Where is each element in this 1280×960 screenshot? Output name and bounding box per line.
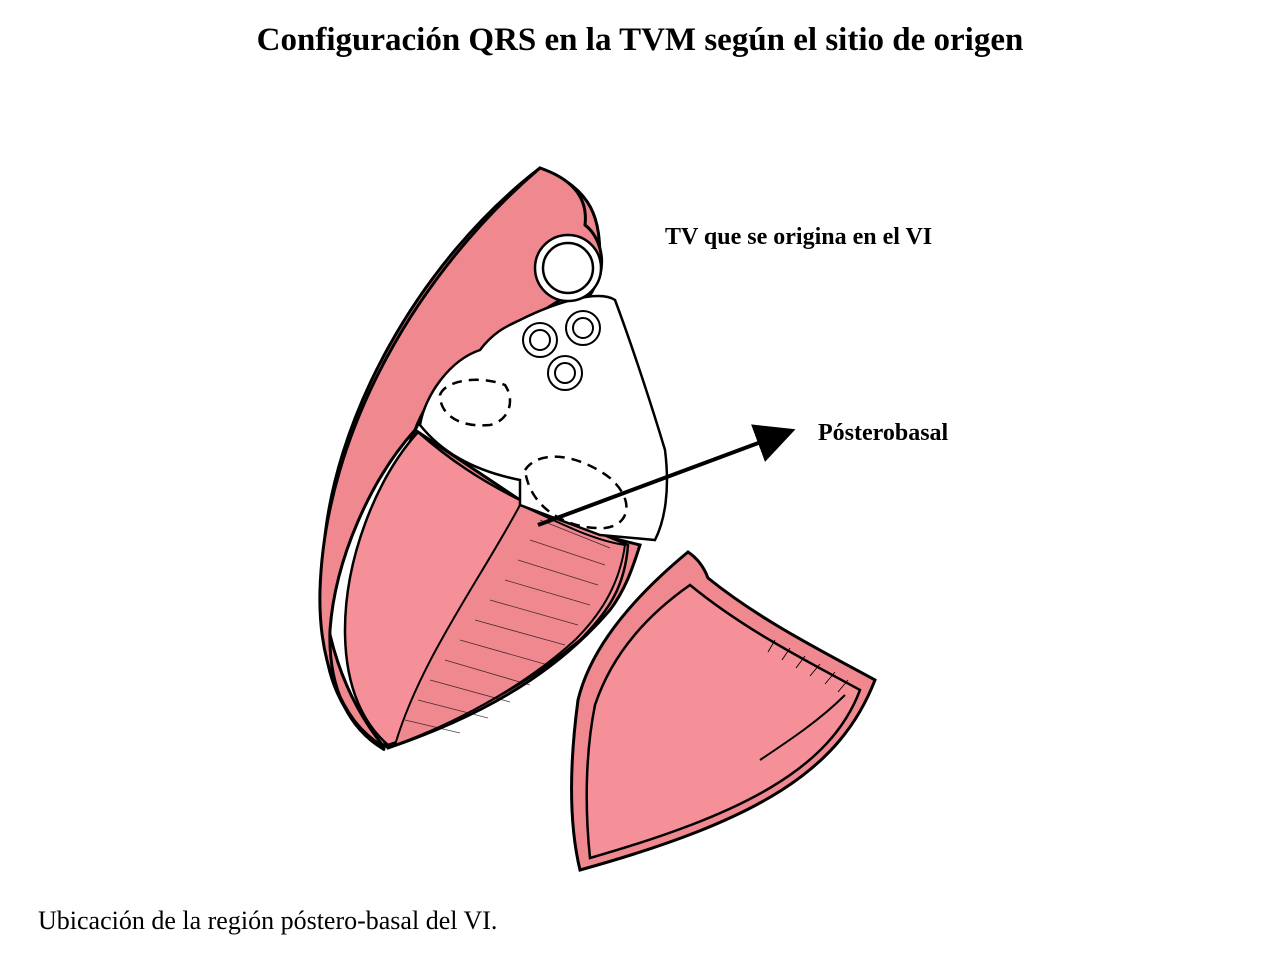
label-tv-origin: TV que se origina en el VI <box>665 224 933 250</box>
coronary-vessels <box>522 310 601 391</box>
flap-striations <box>759 639 849 761</box>
arrow-posterobasal <box>537 424 796 527</box>
papillary-region <box>393 503 627 747</box>
label-posterobasal: Pósterobasal <box>818 420 949 446</box>
dashed-outline-2 <box>523 455 628 530</box>
right-flap-inner <box>585 583 862 860</box>
valve-region <box>418 294 669 542</box>
striations <box>404 519 611 734</box>
slide-title: Configuración QRS en la TVM según el sit… <box>256 22 1024 58</box>
aorta-vessel <box>533 233 603 303</box>
dashed-outline-1 <box>438 378 512 427</box>
figure-caption: Ubicación de la región póstero-basal del… <box>38 906 498 935</box>
